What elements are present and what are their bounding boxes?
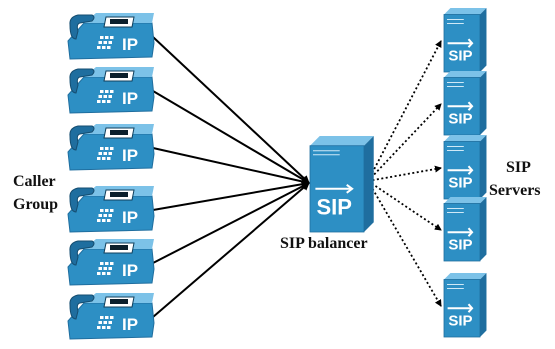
server-arrow-5 (367, 180, 442, 307)
ip-phone-5-icon: IP (67, 239, 155, 286)
phone-arrow-1 (152, 36, 310, 184)
server-sip-badge: SIP (448, 236, 472, 253)
caller-group-label-line1: Caller (13, 173, 56, 190)
phone-arrow-6 (152, 182, 310, 318)
sip-balancer: SIP (309, 136, 374, 233)
sip-servers-label-line1: SIP (506, 159, 531, 176)
sip-server-4-icon: SIP (443, 197, 487, 262)
server-sip-badge: SIP (448, 174, 472, 191)
caller-group-phones: IP IP IP IP IP IP (67, 13, 155, 340)
sip-server-1-icon: SIP (443, 8, 487, 73)
server-sip-badge: SIP (448, 47, 472, 64)
ip-phone-2-icon: IP (67, 67, 155, 114)
ip-phone-3-icon: IP (67, 124, 155, 171)
phone-arrow-5 (152, 182, 310, 264)
sip-balancer-icon: SIP (309, 136, 374, 233)
server-arrow-1 (367, 40, 442, 182)
phone-ip-badge: IP (122, 208, 138, 227)
balancer-to-server-connectors (367, 40, 442, 307)
sip-servers-label-line2: Servers (489, 182, 541, 199)
ip-phone-1-icon: IP (67, 13, 155, 60)
phone-arrow-2 (152, 90, 310, 184)
server-arrow-3 (367, 165, 442, 182)
server-sip-badge: SIP (448, 110, 472, 127)
phone-arrow-4 (152, 180, 310, 211)
phone-ip-badge: IP (122, 315, 138, 334)
phone-arrow-3 (152, 147, 310, 186)
server-sip-badge: SIP (448, 312, 472, 329)
sip-servers: SIP SIP SIP SIP SIP (443, 8, 487, 338)
sip-server-2-icon: SIP (443, 71, 487, 136)
sip-server-5-icon: SIP (443, 273, 487, 338)
phone-to-balancer-connectors (152, 36, 310, 318)
server-arrow-4 (367, 180, 442, 231)
ip-phone-4-icon: IP (67, 186, 155, 233)
server-sip-badge: SIP (316, 195, 351, 220)
ip-phone-6-icon: IP (67, 293, 155, 340)
phone-ip-badge: IP (122, 261, 138, 280)
sip-server-3-icon: SIP (443, 135, 487, 200)
phone-ip-badge: IP (122, 89, 138, 108)
sip-balancer-label: SIP balancer (280, 235, 368, 252)
caller-group-label-line2: Group (13, 196, 58, 213)
phone-ip-badge: IP (122, 146, 138, 165)
phone-ip-badge: IP (122, 35, 138, 54)
